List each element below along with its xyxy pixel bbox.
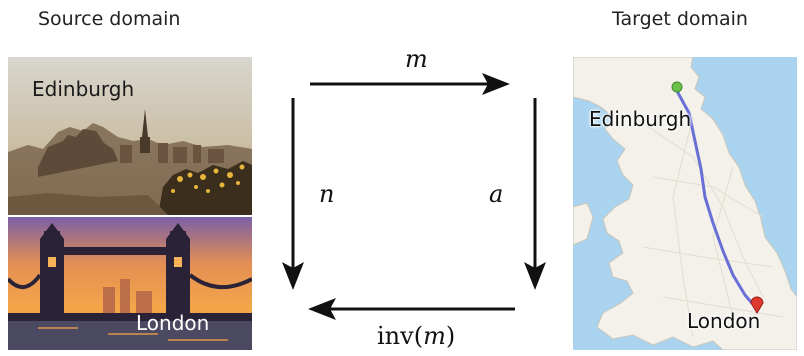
edinburgh-photo: Edinburgh	[8, 57, 252, 215]
target-domain-title: Target domain	[612, 8, 748, 30]
start-pin	[671, 81, 683, 93]
uk-map: Edinburgh London	[573, 57, 797, 350]
london-photo: London	[8, 217, 252, 350]
target-london-label: London	[687, 309, 761, 333]
arrow-m	[310, 73, 510, 95]
target-edinburgh-label: Edinburgh	[589, 107, 692, 131]
source-edinburgh-label: Edinburgh	[32, 77, 135, 101]
arrow-a	[524, 98, 546, 290]
arrow-inv-m	[308, 298, 515, 320]
arrow-label-inv-m: inv(m)	[377, 322, 456, 350]
end-pin	[750, 296, 764, 314]
source-domain-title: Source domain	[38, 8, 181, 30]
arrow-label-m: m	[405, 45, 428, 73]
arrow-label-a: a	[489, 180, 504, 208]
arrow-label-n: n	[319, 180, 335, 208]
arrow-n	[282, 98, 304, 290]
source-london-label: London	[136, 311, 210, 335]
